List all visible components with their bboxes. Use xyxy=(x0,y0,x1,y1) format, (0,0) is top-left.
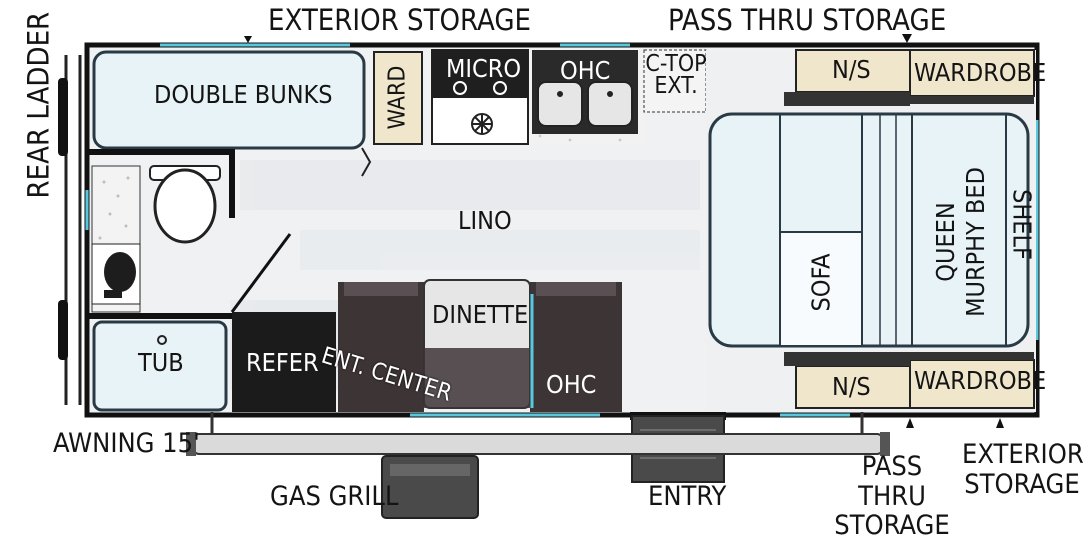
label-exterior-storage-top: EXTERIOR STORAGE xyxy=(268,3,532,37)
kitchen-sink-left xyxy=(537,81,583,127)
label-lino: LINO xyxy=(458,206,512,235)
label-wardrobe-top: WARDROBE xyxy=(914,58,1047,87)
label-ward: WARD xyxy=(384,65,411,130)
label-ns-top: N/S xyxy=(832,55,871,84)
label-pass-thru-storage-top: PASS THRU STORAGE xyxy=(668,3,947,37)
label-entry: ENTRY xyxy=(648,481,727,512)
label-wardrobe-bottom: WARDROBE xyxy=(914,366,1047,395)
label-refer: REFER xyxy=(246,348,319,377)
tub xyxy=(92,320,228,412)
wardrobe-top xyxy=(909,49,1035,97)
label-ctop-ext: C-TOP EXT. xyxy=(645,51,707,99)
label-rear-ladder: REAR LADDER xyxy=(21,11,56,199)
label-tub: TUB xyxy=(138,348,184,377)
pass-thru-marker-bottom xyxy=(906,418,914,428)
rear-ladder xyxy=(58,55,82,405)
pass-thru-marker-top xyxy=(902,34,912,43)
label-ns-bottom: N/S xyxy=(832,372,871,401)
label-gas-grill: GAS GRILL xyxy=(270,481,399,512)
bath-sink xyxy=(91,243,141,305)
refer xyxy=(232,312,336,412)
ns-cabinet-top xyxy=(795,49,911,93)
label-sofa: SOFA xyxy=(806,253,836,312)
dinette-seat-right xyxy=(530,282,622,412)
exterior-storage-marker-bottom xyxy=(996,418,1004,428)
awning xyxy=(192,433,884,455)
label-micro: MICRO xyxy=(446,54,522,83)
range-burner-front xyxy=(471,113,493,135)
label-exterior-storage-bottom: EXTERIOR STORAGE xyxy=(962,439,1084,501)
label-queen-murphy-bed: QUEEN MURPHY BED xyxy=(931,167,990,317)
exterior-storage-marker-top xyxy=(244,36,252,43)
label-dinette: DINETTE xyxy=(432,300,529,329)
wardrobe-bottom xyxy=(909,359,1035,409)
kitchen-sink-right xyxy=(587,81,633,127)
label-shelf: SHELF xyxy=(1007,189,1037,260)
ns-cabinet-bottom xyxy=(795,365,911,409)
label-double-bunks: DOUBLE BUNKS xyxy=(154,80,333,109)
label-awning: AWNING 15' xyxy=(53,428,200,459)
label-ohc-dinette: OHC xyxy=(546,370,597,399)
label-pass-thru-storage-bottom: PASS THRU STORAGE xyxy=(834,451,950,541)
double-bunks xyxy=(92,50,366,150)
range-burners xyxy=(453,81,507,95)
dinette-seat-left xyxy=(338,282,424,412)
label-ohc-kitchen: OHC xyxy=(560,56,611,85)
ward-cabinet xyxy=(373,51,423,145)
window-accents xyxy=(85,43,1039,417)
toilet xyxy=(149,165,221,244)
